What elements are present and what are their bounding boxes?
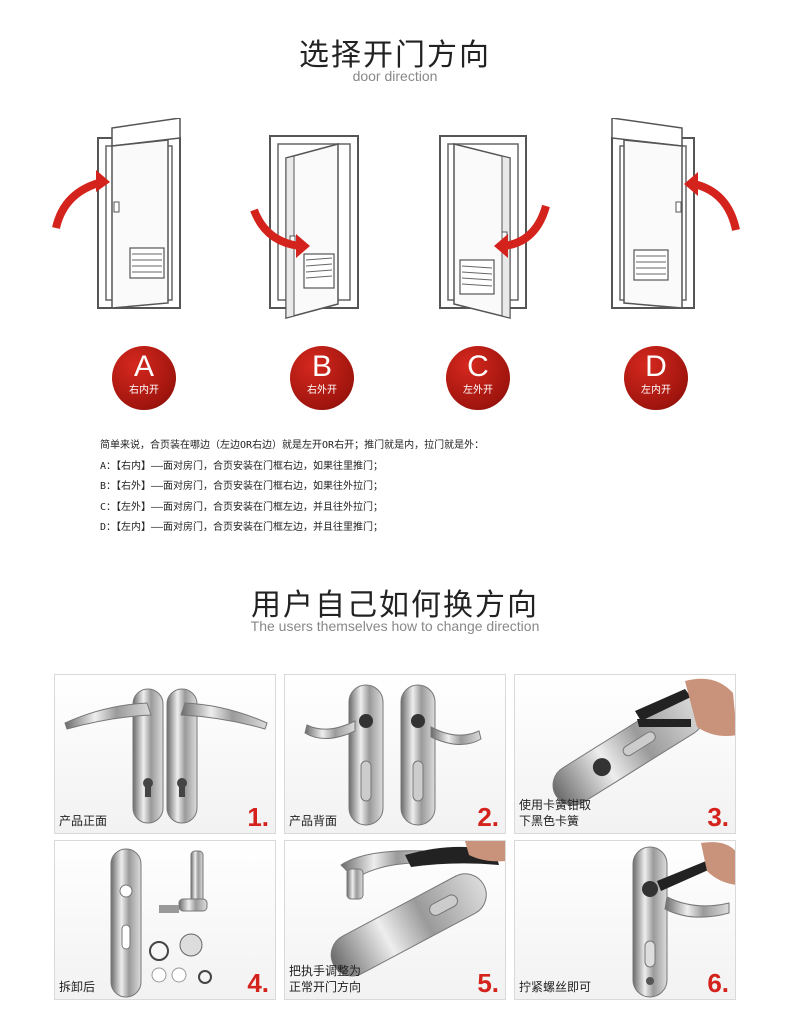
step-4-panel: 拆卸后 4. <box>54 840 276 1000</box>
badge-letter: D <box>645 350 667 383</box>
badge-letter: A <box>133 350 154 383</box>
section-title-change-direction: 用户自己如何换方向 <box>251 588 539 623</box>
notes-line-b: B：【右外】——面对房门，合页安装在门框右边，如果往外拉门； <box>100 481 384 492</box>
step-caption-line: 使用卡簧钳取 <box>519 798 592 812</box>
badge-letter: C <box>467 350 489 383</box>
badge-d: D 左内开 <box>624 346 688 410</box>
step-6-panel: 拧紧螺丝即可 6. <box>514 840 736 1000</box>
step-caption: 拆卸后 <box>59 979 95 995</box>
section-title-door-direction: 选择开门方向 <box>299 38 491 73</box>
tighten-screw-image <box>632 842 735 998</box>
adjust-handle-image <box>330 841 505 977</box>
step-number: 6. <box>707 968 729 998</box>
steps-grid: 产品正面 1. 产品背面 2. 使用卡簧钳取下黑色卡簧 3 <box>54 674 738 1004</box>
step-number: 1. <box>247 802 269 832</box>
remove-circlip-image <box>552 678 735 806</box>
step-caption: 使用卡簧钳取下黑色卡簧 <box>519 797 591 829</box>
step-number: 2. <box>477 802 499 832</box>
section-subtitle-door-direction: door direction <box>352 68 438 84</box>
door-d-illustration <box>611 118 740 309</box>
badge-a: A 右内开 <box>112 346 176 410</box>
badge-c: C 左外开 <box>446 346 510 410</box>
door-direction-notes: 简单来说，合页装在哪边（左边OR右边）就是左开OR右开；推门就是内，拉门就是外：… <box>100 436 720 539</box>
step-caption-line: 产品正面 <box>59 814 108 828</box>
step-caption-line: 拧紧螺丝即可 <box>519 980 592 994</box>
step-number: 4. <box>247 968 269 998</box>
step-caption-line: 产品背面 <box>289 814 338 828</box>
step-caption: 把执手调整为正常开门方向 <box>289 963 361 995</box>
handle-front-image <box>64 688 268 824</box>
badge-letter: B <box>311 350 332 383</box>
door-c-illustration <box>439 135 550 319</box>
step-3-panel: 使用卡簧钳取下黑色卡簧 3. <box>514 674 736 834</box>
step-caption-line: 把执手调整为 <box>289 964 362 978</box>
door-a-illustration <box>52 118 181 309</box>
notes-line-c: C：【左外】——面对房门，合页安装在门框左边，并且往外拉门； <box>100 501 384 513</box>
badge-b: B 右外开 <box>290 346 354 410</box>
step-caption: 产品正面 <box>59 813 107 829</box>
notes-line-a: A：【右内】——面对房门，合页安装在门框右边，如果往里推门； <box>100 460 384 472</box>
step-caption-line: 正常开门方向 <box>289 980 362 994</box>
step-5-panel: 把执手调整为正常开门方向 5. <box>284 840 506 1000</box>
step-caption-line: 下黑色卡簧 <box>519 814 580 828</box>
badge-label: 右外开 <box>307 385 337 396</box>
badge-label: 右内开 <box>129 385 159 396</box>
notes-intro: 简单来说，合页装在哪边（左边OR右边）就是左开OR右开；推门就是内，拉门就是外： <box>100 440 485 451</box>
door-b-illustration <box>250 135 359 319</box>
step-caption: 产品背面 <box>289 813 337 829</box>
handle-back-image <box>304 684 482 826</box>
step-number: 3. <box>707 802 729 832</box>
badge-label: 左外开 <box>463 385 493 396</box>
section-subtitle-change-direction: The users themselves how to change direc… <box>250 618 540 634</box>
step-caption-line: 拆卸后 <box>59 980 96 994</box>
step-number: 5. <box>477 968 499 998</box>
door-illustrations <box>0 118 790 338</box>
step-caption: 拧紧螺丝即可 <box>519 979 591 995</box>
disassembled-parts-image <box>110 848 212 998</box>
step-2-panel: 产品背面 2. <box>284 674 506 834</box>
badge-label: 左内开 <box>641 385 671 396</box>
step-1-panel: 产品正面 1. <box>54 674 276 834</box>
notes-line-d: D：【左内】——面对房门，合页安装在门框左边，并且往里推门； <box>100 522 384 533</box>
